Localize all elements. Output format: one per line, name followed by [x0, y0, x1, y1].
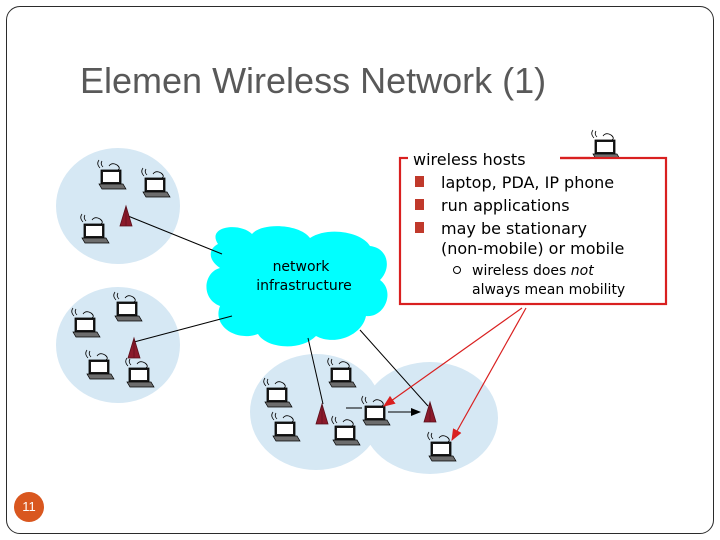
link-line-center	[307, 337, 324, 405]
callout-sub-bullet-line1: wireless does not	[472, 263, 594, 279]
network-cloud	[206, 226, 388, 347]
slide-frame	[6, 6, 714, 534]
sub-bullet-icon	[453, 266, 461, 274]
pointer-arrow-red	[383, 307, 523, 407]
pointer-arrow-red	[451, 307, 527, 442]
wireless-hosts-callout	[398, 156, 668, 306]
slide-title: Elemen Wireless Network (1)	[80, 60, 547, 101]
laptop-icon	[591, 129, 621, 160]
link-line-right	[359, 329, 429, 407]
callout-bullet: run applications	[441, 196, 570, 215]
link-line-mid	[133, 315, 233, 343]
callout-heading: wireless hosts	[413, 150, 526, 169]
cloud-label-line2: infrastructure	[256, 278, 352, 294]
bullet-marker-icon	[415, 176, 424, 233]
callout-bullet: laptop, PDA, IP phone	[441, 173, 614, 192]
callout-bullet: (non-mobile) or mobile	[441, 239, 624, 258]
callout-sub-bullet-line2: always mean mobility	[472, 282, 625, 298]
page-number-badge: 11	[14, 492, 44, 522]
callout-heading-bg	[408, 149, 560, 169]
link-line-top	[127, 215, 223, 255]
cloud-label-line1: network	[273, 259, 331, 275]
callout-bullet: may be stationary	[441, 219, 587, 238]
